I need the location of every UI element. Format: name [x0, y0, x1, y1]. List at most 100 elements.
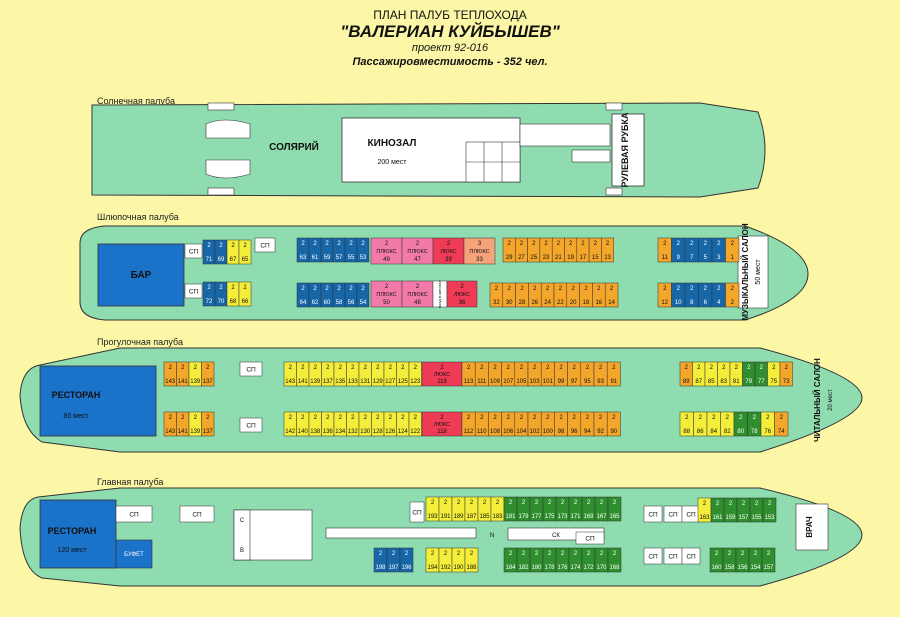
- cabin-number: 109: [490, 379, 501, 385]
- cabin-number: 19: [567, 255, 574, 261]
- promenade-cabin: 282: [720, 411, 735, 437]
- cabin-capacity: 2: [610, 286, 614, 292]
- cabin-number: 142: [285, 429, 296, 435]
- cabin-number: 73: [783, 379, 790, 385]
- cabin-capacity: 2: [389, 365, 393, 371]
- cabin-capacity: 2: [376, 365, 380, 371]
- cabin-capacity: 2: [535, 500, 539, 506]
- cabin-number: 48: [414, 300, 421, 306]
- cabin-cell: [115, 505, 153, 523]
- cabin-capacity: 2: [431, 500, 435, 506]
- cabin-capacity: 2: [535, 551, 539, 557]
- cabin-cell: [463, 237, 496, 265]
- cabin-number: 107: [503, 379, 514, 385]
- cabin-number: 20: [570, 300, 577, 306]
- cabin-capacity: 2: [313, 241, 317, 247]
- cabin-capacity: 2: [507, 241, 511, 247]
- cabin-number: 160: [711, 565, 722, 571]
- cabin-capacity: 2: [361, 241, 365, 247]
- music-salon-label: МУЗЫКАЛЬНЫЙ САЛОН: [741, 223, 750, 320]
- cabin-number: 55: [348, 255, 355, 261]
- cabin-capacity: 2: [586, 365, 590, 371]
- main-v-label: В: [240, 548, 244, 554]
- promenade-cabin: 283: [717, 361, 731, 387]
- deck-label-promenade: Прогулочная палуба: [97, 337, 183, 347]
- main-sp: [643, 505, 663, 523]
- boat-cabin: 21: [725, 237, 740, 263]
- cabin-capacity: 2: [231, 285, 235, 291]
- cabin-number: 192: [440, 565, 451, 571]
- cabin-capacity: 2: [447, 241, 451, 247]
- cabin-number: 77: [758, 379, 765, 385]
- boat-cabin: 268: [226, 281, 240, 307]
- cabin-capacity: 2: [532, 241, 536, 247]
- cabin-capacity: 2: [313, 286, 317, 292]
- cabin-capacity: 2: [544, 241, 548, 247]
- cabin-number: 139: [310, 379, 321, 385]
- cabin-number: 176: [557, 565, 568, 571]
- cabin-number: 21: [555, 255, 562, 261]
- plan-title: ПЛАН ПАЛУБ ТЕПЛОХОДА: [373, 8, 527, 22]
- cabin-capacity: 2: [612, 415, 616, 421]
- cabin-number: 154: [750, 565, 761, 571]
- cabin-capacity: 2: [414, 415, 418, 421]
- cabin-number: 74: [778, 429, 785, 435]
- cabin-number: 184: [505, 565, 516, 571]
- cabin-capacity: 2: [301, 415, 305, 421]
- promenade-cabin: 294: [580, 411, 595, 437]
- cabin-number: 36: [459, 300, 466, 306]
- cabin-number: 124: [398, 429, 409, 435]
- cabin-number: 53: [360, 255, 367, 261]
- promenade-cabin: 288: [679, 411, 694, 437]
- service-label: СП: [668, 512, 678, 519]
- cabin-number: 181: [505, 514, 516, 520]
- cabin-number: 30: [506, 300, 513, 306]
- cabin-number: 106: [503, 429, 514, 435]
- cabin-cell: [761, 547, 776, 573]
- service-label: СП: [412, 510, 422, 517]
- cabin-number: 16: [595, 300, 602, 306]
- cabin-capacity: 2: [780, 415, 784, 421]
- promenade-sp: [239, 361, 263, 377]
- cabin-cell: [409, 501, 425, 523]
- cabin-class: ПЛЮКС: [469, 249, 489, 255]
- boat-cabin: 227: [515, 237, 528, 263]
- boat-cabin: 22: [725, 282, 740, 308]
- promenade-cabin: 279: [742, 361, 756, 387]
- boat-cabin: 215: [588, 237, 602, 263]
- cabin-capacity: 2: [522, 551, 526, 557]
- cabin-capacity: 2: [416, 241, 420, 247]
- cabin-number: 99: [558, 379, 565, 385]
- cabin-capacity: 2: [301, 365, 305, 371]
- cabin-capacity: 2: [206, 365, 210, 371]
- cabin-capacity: 2: [742, 501, 746, 507]
- cabin-number: 174: [570, 565, 581, 571]
- cabin-number: 91: [610, 379, 617, 385]
- cabin-capacity: 2: [663, 241, 667, 247]
- boat-cabin: 28: [684, 282, 699, 308]
- cabin-number: 47: [414, 257, 421, 263]
- cabin-capacity: 2: [735, 365, 739, 371]
- boat-cabin: 269: [214, 239, 228, 265]
- cabin-number: 70: [218, 299, 225, 305]
- service-label: СП: [668, 554, 678, 561]
- cabin-number: 96: [571, 429, 578, 435]
